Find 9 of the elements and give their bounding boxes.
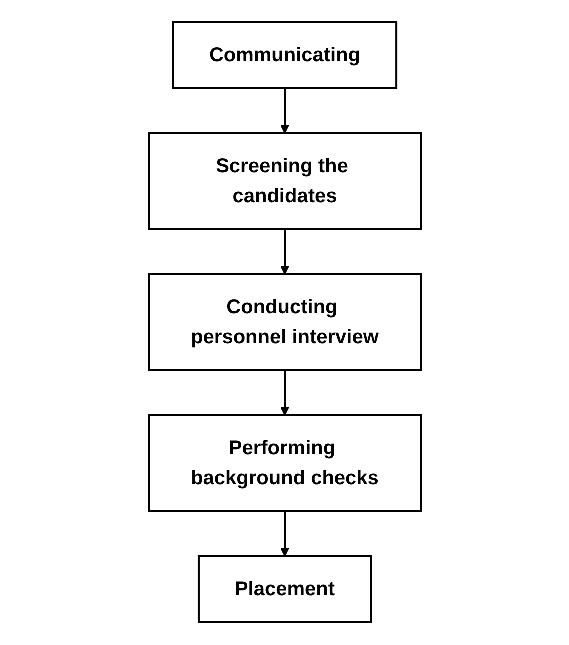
- node-box: Conducting personnel interview: [148, 274, 422, 372]
- node-box: Placement: [197, 556, 372, 624]
- arrow: [280, 230, 289, 275]
- node-box: Screening the candidates: [148, 132, 422, 230]
- arrow: [280, 370, 289, 416]
- arrow: [280, 88, 289, 134]
- node-box: Communicating: [172, 22, 398, 90]
- arrow: [280, 512, 289, 557]
- node-box: Performing background checks: [148, 414, 422, 512]
